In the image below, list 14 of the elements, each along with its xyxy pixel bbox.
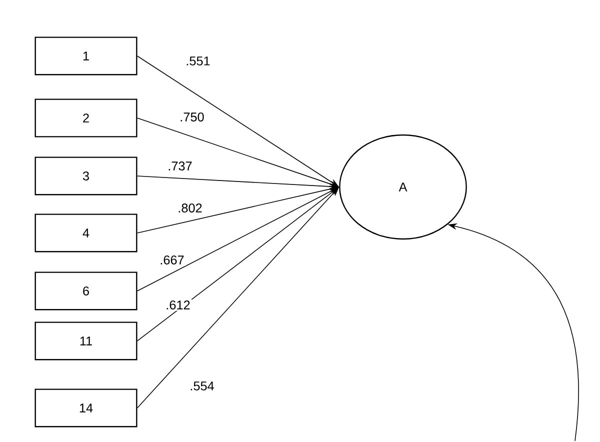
indicator-box: 1 [34, 36, 138, 76]
indicator-box: 2 [34, 98, 138, 138]
edge-label: .612 [164, 299, 192, 311]
edge-label: .802 [176, 202, 204, 214]
edge-label: .737 [166, 160, 194, 172]
indicator-box: 6 [34, 272, 138, 310]
indicator-box: 14 [34, 388, 138, 428]
edge-label: .750 [178, 111, 206, 123]
indicator-box: 11 [34, 322, 138, 360]
edge-label: .667 [158, 254, 186, 266]
indicator-box: 3 [34, 156, 138, 196]
edge-label: .554 [188, 380, 216, 392]
indicator-box: 4 [34, 214, 138, 252]
edge-label: .551 [184, 55, 212, 67]
